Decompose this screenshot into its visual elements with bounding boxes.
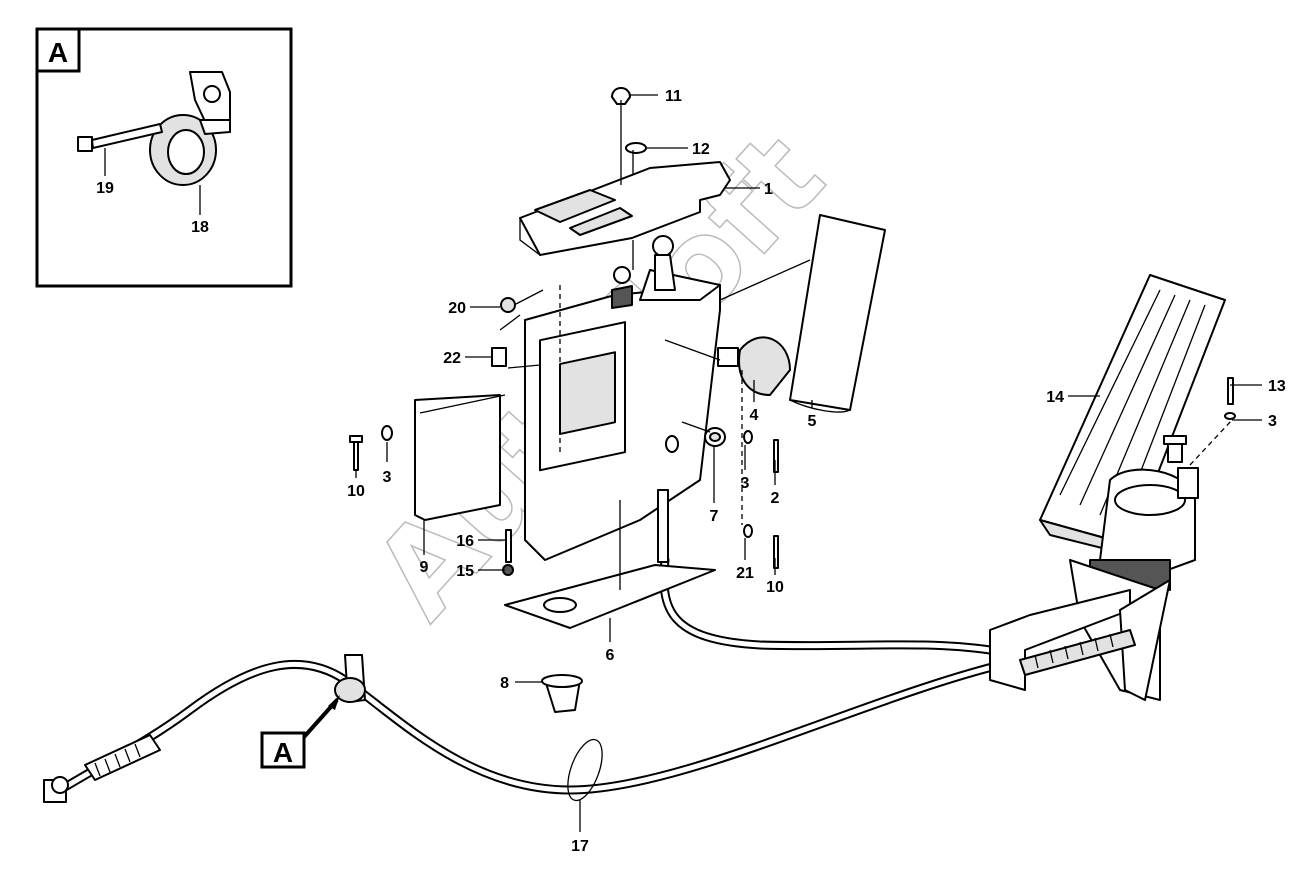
callout-20: 20 — [448, 300, 466, 317]
inset-tag: A — [48, 37, 68, 68]
callout-9: 9 — [420, 559, 429, 576]
callout-7: 7 — [710, 508, 719, 525]
pedal-assembly-14 — [989, 274, 1226, 701]
view-tag: A — [273, 737, 293, 768]
inset-tag-box — [35, 27, 81, 73]
control-box-housing — [349, 87, 1236, 713]
callout-14: 14 — [1046, 389, 1064, 406]
callout-1: 1 — [764, 181, 773, 198]
callout-5: 5 — [808, 413, 817, 430]
callout-2: 2 — [771, 490, 780, 507]
callout-3-pedal: 3 — [1268, 413, 1277, 430]
callout-21: 21 — [736, 565, 754, 582]
bolt-19-drawing — [77, 123, 163, 152]
callout-8: 8 — [500, 675, 509, 692]
callout-leaders — [355, 94, 1262, 832]
callout-18: 18 — [191, 219, 209, 236]
callout-19: 19 — [96, 180, 114, 197]
callout-22: 22 — [443, 350, 461, 367]
callout-3-right: 3 — [741, 475, 750, 492]
callout-6: 6 — [606, 647, 615, 664]
view-tag-box — [260, 731, 306, 769]
callout-12: 12 — [692, 141, 710, 158]
callout-17: 17 — [571, 838, 589, 855]
callout-11: 11 — [665, 88, 682, 105]
callout-4: 4 — [750, 407, 759, 424]
callout-16: 16 — [456, 533, 474, 550]
throttle-cables — [43, 555, 1005, 803]
clip-18-drawing — [149, 71, 231, 186]
callout-13: 13 — [1268, 378, 1286, 395]
callout-15: 15 — [456, 563, 474, 580]
callout-10-left: 10 — [347, 483, 365, 500]
callout-10-right: 10 — [766, 579, 784, 596]
callout-3-left: 3 — [383, 469, 392, 486]
inset-detail-a: A 19 18 — [35, 27, 293, 288]
